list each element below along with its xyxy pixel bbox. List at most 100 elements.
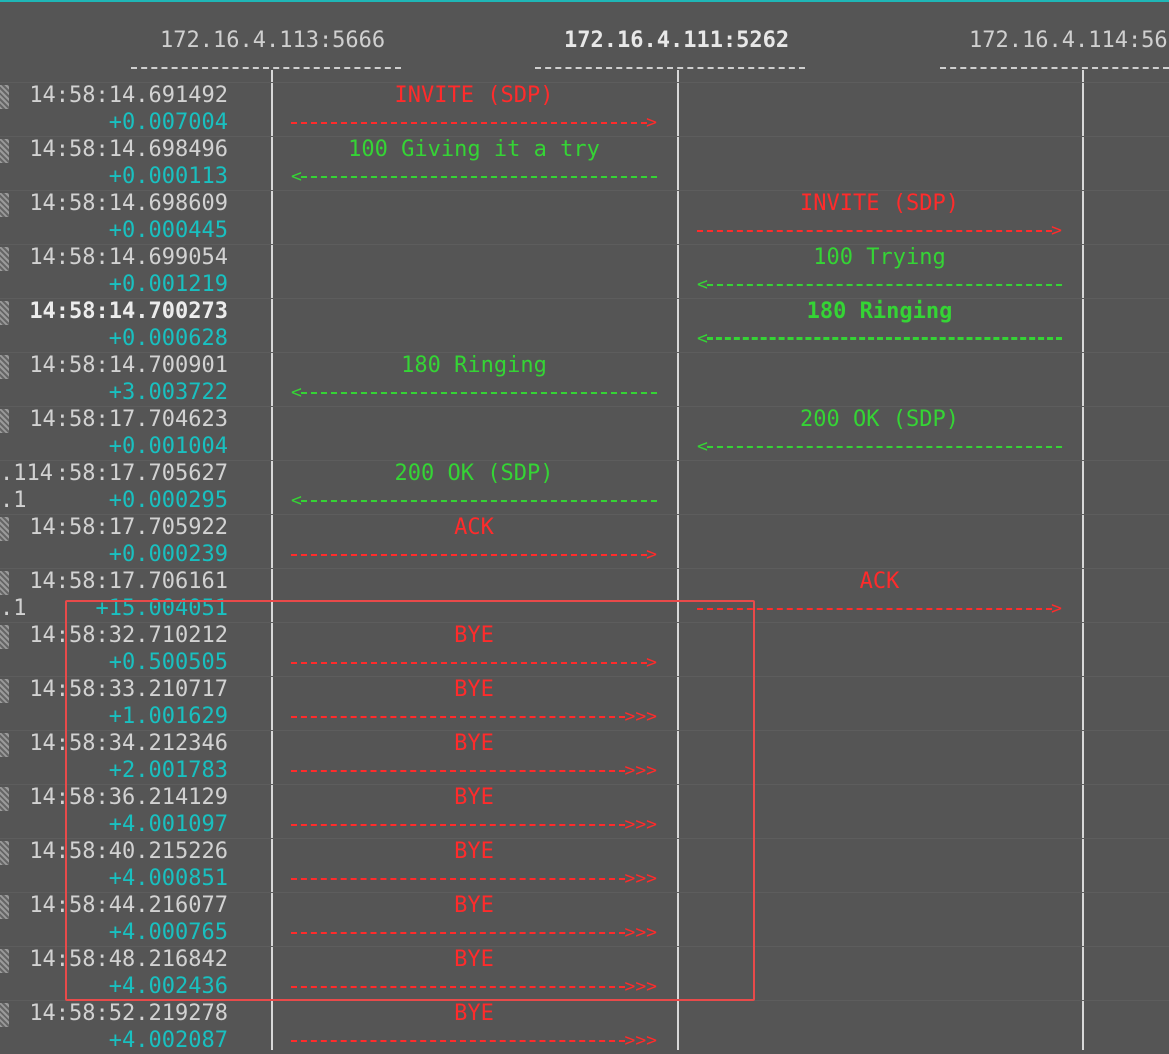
timestamp[interactable]: 14:58:52.219278: [29, 1001, 228, 1026]
message-label[interactable]: INVITE (SDP): [800, 191, 959, 216]
message-arrow[interactable]: >: [291, 544, 657, 565]
truncated-address-fragment: .114: [0, 461, 60, 487]
header-underline-2: [535, 67, 805, 69]
message-arrow[interactable]: >>>: [291, 814, 657, 835]
participant-header-1[interactable]: 172.16.4.113:5666: [160, 28, 386, 53]
timestamp[interactable]: 14:58:32.710212: [29, 623, 228, 648]
message-arrow[interactable]: >: [291, 652, 657, 673]
timestamp[interactable]: 14:58:17.704623: [29, 407, 228, 432]
arrowhead-right-icon: >>>: [624, 868, 657, 889]
message-arrow[interactable]: >: [291, 112, 657, 133]
time-delta: +0.500505: [108, 650, 228, 675]
arrowhead-left-icon: <: [291, 382, 302, 403]
message-arrow[interactable]: <: [291, 490, 657, 511]
time-delta: +0.000113: [108, 164, 228, 189]
message-label[interactable]: INVITE (SDP): [394, 83, 554, 108]
row-separator: [0, 406, 1169, 407]
time-delta: +4.002436: [108, 974, 228, 999]
message-label[interactable]: 100 Trying: [813, 245, 946, 270]
message-arrow[interactable]: >>>: [291, 1030, 657, 1051]
message-arrow[interactable]: >: [697, 598, 1062, 619]
participant-header-3[interactable]: 172.16.4.114:56: [969, 28, 1168, 53]
arrow-shaft: [707, 337, 1062, 340]
arrowhead-left-icon: <: [291, 166, 302, 187]
message-label[interactable]: BYE: [454, 947, 494, 972]
row-separator: [0, 676, 1169, 677]
participant-header-2[interactable]: 172.16.4.111:5262: [564, 28, 790, 53]
timestamp[interactable]: 14:58:17.705627: [29, 461, 228, 486]
arrow-shaft: [291, 986, 625, 988]
timestamp[interactable]: 14:58:17.706161: [29, 569, 228, 594]
message-label[interactable]: BYE: [454, 785, 494, 810]
timestamp[interactable]: 14:58:48.216842: [29, 947, 228, 972]
arrowhead-right-icon: >>>: [624, 1030, 657, 1051]
row-separator: [0, 622, 1169, 623]
arrow-shaft: [291, 554, 647, 556]
arrow-shaft: [301, 392, 657, 394]
message-arrow[interactable]: >>>: [291, 922, 657, 943]
message-arrow[interactable]: <: [291, 382, 657, 403]
arrowhead-right-icon: >: [1051, 220, 1062, 241]
time-delta: +0.000628: [108, 326, 228, 351]
arrow-shaft: [291, 1040, 625, 1042]
timestamp[interactable]: 14:58:36.214129: [29, 785, 228, 810]
message-label[interactable]: BYE: [454, 677, 494, 702]
timestamp[interactable]: 14:58:17.705922: [29, 515, 228, 540]
timestamp[interactable]: 14:58:14.700901: [29, 353, 228, 378]
message-label[interactable]: 200 OK (SDP): [394, 461, 554, 486]
message-arrow[interactable]: >>>: [291, 706, 657, 727]
row-marker: [0, 841, 9, 865]
timestamp[interactable]: 14:58:40.215226: [29, 839, 228, 864]
message-arrow[interactable]: >>>: [291, 868, 657, 889]
row-marker: [0, 949, 9, 973]
timestamp[interactable]: 14:58:14.698496: [29, 137, 228, 162]
message-arrow[interactable]: >>>: [291, 976, 657, 997]
message-label[interactable]: 180 Ringing: [401, 353, 547, 378]
message-label[interactable]: 100 Giving it a try: [348, 137, 600, 162]
timestamp[interactable]: 14:58:14.698609: [29, 191, 228, 216]
message-arrow[interactable]: <: [697, 274, 1062, 295]
arrow-shaft: [291, 662, 647, 664]
time-delta: +0.001219: [108, 272, 228, 297]
arrowhead-left-icon: <: [697, 274, 708, 295]
arrow-shaft: [301, 176, 657, 178]
timestamp[interactable]: 14:58:14.699054: [29, 245, 228, 270]
message-label[interactable]: 180 Ringing: [806, 299, 953, 324]
message-label[interactable]: BYE: [454, 1001, 494, 1026]
timestamp[interactable]: 14:58:33.210717: [29, 677, 228, 702]
timestamp[interactable]: 14:58:44.216077: [29, 893, 228, 918]
message-label[interactable]: ACK: [454, 515, 494, 540]
row-marker: [0, 517, 9, 541]
message-label[interactable]: 200 OK (SDP): [800, 407, 959, 432]
row-marker: [0, 625, 9, 649]
row-separator: [0, 190, 1169, 191]
row-marker: [0, 1003, 9, 1027]
arrow-shaft: [291, 824, 625, 826]
arrow-shaft: [707, 446, 1062, 448]
message-label[interactable]: BYE: [454, 839, 494, 864]
arrowhead-right-icon: >>>: [624, 814, 657, 835]
row-marker: [0, 679, 9, 703]
timestamp[interactable]: 14:58:14.700273: [29, 299, 228, 324]
message-label[interactable]: ACK: [859, 569, 900, 594]
row-marker: [0, 895, 9, 919]
timestamp[interactable]: 14:58:14.691492: [29, 83, 228, 108]
message-label[interactable]: BYE: [454, 623, 494, 648]
time-delta: +4.002087: [108, 1028, 228, 1053]
message-arrow[interactable]: >: [697, 220, 1062, 241]
arrowhead-left-icon: <: [697, 328, 708, 349]
message-arrow[interactable]: <: [697, 328, 1062, 349]
message-label[interactable]: BYE: [454, 893, 494, 918]
message-label[interactable]: BYE: [454, 731, 494, 756]
row-separator: [0, 946, 1169, 947]
row-separator: [0, 892, 1169, 893]
timestamp[interactable]: 14:58:34.212346: [29, 731, 228, 756]
row-separator: [0, 838, 1169, 839]
message-arrow[interactable]: <: [697, 436, 1062, 457]
row-separator: [0, 352, 1169, 353]
arrowhead-left-icon: <: [291, 490, 302, 511]
arrowhead-right-icon: >: [1051, 598, 1062, 619]
lifeline-1: [271, 70, 273, 1050]
message-arrow[interactable]: <: [291, 166, 657, 187]
message-arrow[interactable]: >>>: [291, 760, 657, 781]
